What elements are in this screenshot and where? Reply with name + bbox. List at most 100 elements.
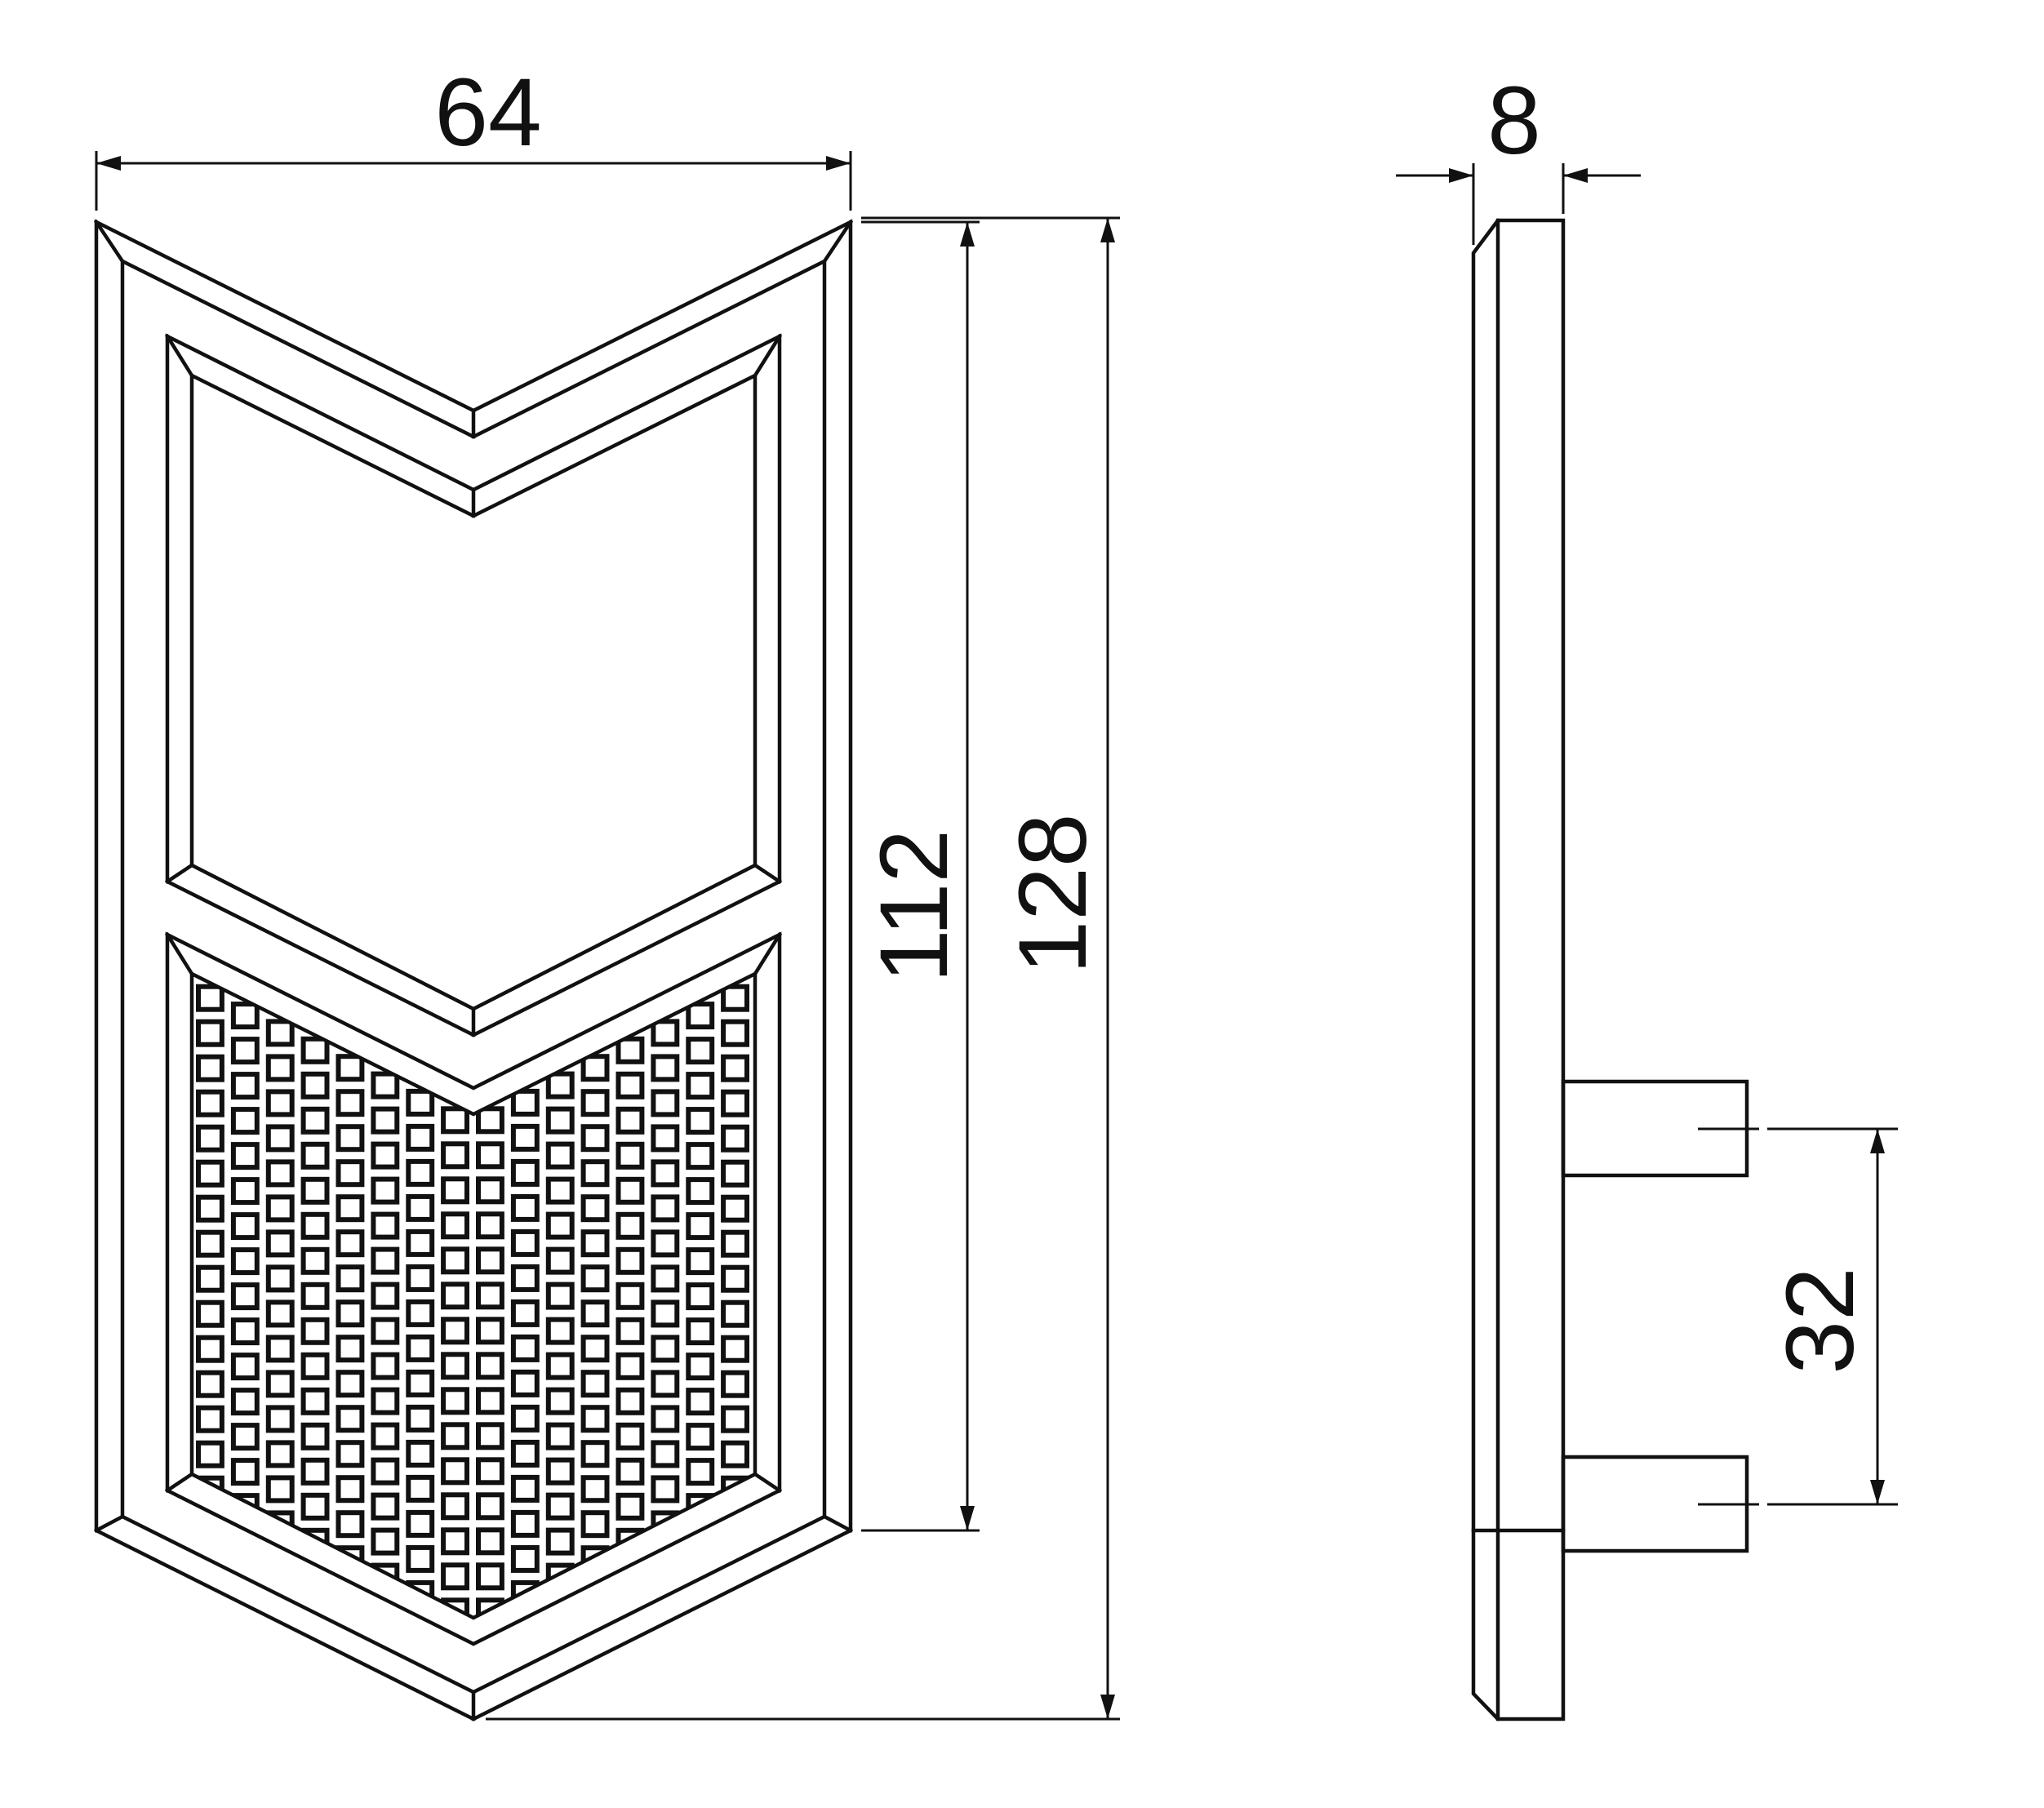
grid-cell: [580, 1405, 610, 1433]
grid-cell: [545, 1492, 575, 1521]
dim-label-8: 8: [1487, 67, 1541, 175]
grid-cell: [230, 1282, 260, 1311]
grid-cell: [476, 1106, 504, 1135]
grid-cell: [230, 1177, 260, 1206]
grid-cell: [476, 1352, 504, 1380]
grid-cell: [476, 1562, 504, 1591]
grid-cell: [230, 1423, 260, 1451]
grid-cell: [510, 1299, 540, 1327]
grid-cell: [196, 1615, 224, 1618]
grid-cell: [335, 1475, 365, 1504]
grid-cell: [300, 1036, 330, 1064]
grid-cell: [441, 1211, 469, 1240]
grid-cell: [510, 1439, 540, 1468]
grid-cell: [615, 1246, 645, 1275]
grid-cell: [721, 1440, 749, 1468]
grid-cell: [196, 1405, 224, 1433]
grid-cell: [265, 1019, 295, 1047]
grid-cell: [545, 1387, 575, 1415]
grid-cell: [371, 1071, 400, 1099]
grid-cell: [300, 1071, 330, 1099]
grid-cell: [441, 1246, 469, 1275]
grid-cell: [686, 1247, 715, 1276]
grid-cell: [335, 1299, 365, 1328]
grid-cell: [545, 1141, 575, 1170]
grid-cell: [545, 1106, 575, 1135]
grid-cell: [196, 1229, 224, 1258]
grid-cell: [651, 1370, 680, 1398]
grid-cell: [580, 1335, 610, 1363]
grid-cell: [510, 1123, 540, 1152]
grid-cell: [371, 1282, 400, 1310]
grid-cell: [265, 1475, 295, 1504]
grid-cell: [476, 1422, 504, 1450]
grid-cell: [545, 1211, 575, 1240]
grid-cell: [721, 1264, 749, 1293]
grid-cell: [580, 1089, 610, 1117]
grid-cell: [651, 1335, 680, 1363]
grid-cell: [335, 1264, 365, 1293]
dim-label-32: 32: [1766, 1267, 1874, 1374]
grid-cell: [545, 1176, 575, 1205]
grid-cell: [196, 1299, 224, 1328]
grid-cell: [686, 1002, 715, 1030]
grid-cell: [615, 1492, 645, 1521]
grid-cell: [580, 1370, 610, 1398]
grid-cell: [721, 1194, 749, 1223]
grid-cell: [265, 1229, 295, 1258]
grid-cell: [371, 1457, 400, 1486]
outer-outline: [94, 219, 853, 1721]
grid-cell: [615, 1036, 645, 1064]
grid-cell: [686, 1072, 715, 1100]
grid-cell: [371, 1527, 400, 1556]
grid-cell: [686, 1423, 715, 1451]
grid-cell: [686, 1317, 715, 1346]
grid-cell: [580, 1054, 610, 1082]
grid-cell: [406, 1544, 435, 1573]
grid-cell: [300, 1352, 330, 1380]
grid-cell: [580, 1264, 610, 1293]
grid-cell: [335, 1335, 365, 1363]
grid-cell: [721, 1054, 749, 1082]
grid-cell: [651, 1159, 680, 1188]
grid-cell: [615, 1141, 645, 1170]
grid-cell: [441, 1527, 469, 1556]
lower-window-inner: [189, 971, 758, 1620]
outer-bevel: [120, 258, 827, 1695]
grid-cell: [476, 1141, 504, 1170]
grid-cell: [476, 1282, 504, 1310]
grid-cell: [545, 1317, 575, 1345]
grid-cell: [510, 1334, 540, 1362]
grid-cell: [196, 1124, 224, 1153]
grid-cell: [615, 1071, 645, 1099]
grid-cell: [230, 1247, 260, 1276]
grid-cell: [300, 1492, 330, 1521]
grid-cell: [406, 1123, 435, 1152]
grid-cell: [441, 1387, 469, 1415]
grid-cell: [510, 1404, 540, 1433]
grid-cell: [300, 1141, 330, 1170]
grid-cell: [406, 1439, 435, 1468]
grid-cell: [406, 1299, 435, 1327]
grid-cell: [721, 1405, 749, 1433]
grid-cell: [510, 1228, 540, 1257]
grid-cell: [335, 1370, 365, 1398]
grid-cell: [335, 1159, 365, 1188]
grid-cell: [686, 1282, 715, 1311]
grid-cell: [441, 1422, 469, 1450]
grid-cell: [615, 1387, 645, 1415]
grid-cell: [510, 1193, 540, 1222]
grid-cell: [406, 1509, 435, 1538]
grid-cell: [265, 1089, 295, 1117]
grid-cell: [265, 1264, 295, 1293]
grid-cell: [196, 1089, 224, 1117]
grid-cell: [335, 1194, 365, 1223]
grid-cell: [686, 1177, 715, 1206]
grid-cell: [510, 1544, 540, 1573]
grid-cell: [335, 1124, 365, 1153]
grid-cell: [580, 1475, 610, 1504]
grid-cell: [265, 1405, 295, 1433]
grid-cell: [406, 1264, 435, 1292]
grid-cell: [545, 1527, 575, 1556]
grid-cell: [371, 1176, 400, 1205]
